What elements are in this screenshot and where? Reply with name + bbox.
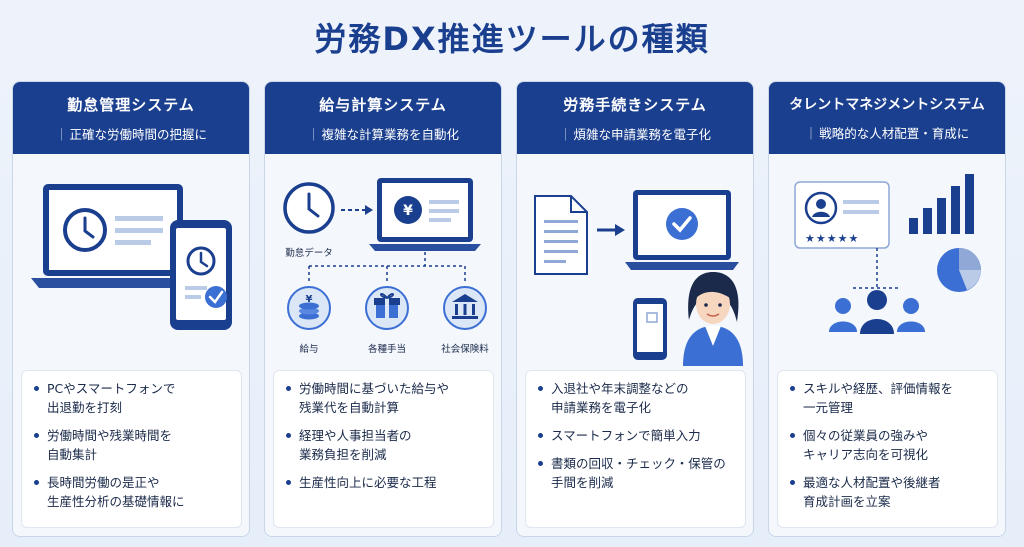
bar-chart-icon [909, 174, 974, 234]
list-item: 長時間労働の是正や 生産性分析の基礎情報に [34, 473, 231, 511]
card-title: 給与計算システム [319, 96, 447, 114]
card-header: タレントマネジメントシステム 戦略的な人材配置・育成に [769, 82, 1005, 154]
card-title: タレントマネジメントシステム [789, 97, 985, 113]
list-item: スキルや経歴、評価情報を 一元管理 [790, 379, 987, 417]
list-item: 経理や人事担当者の 業務負担を削減 [286, 426, 483, 464]
card-subtitle: 複雑な計算業務を自動化 [265, 124, 501, 143]
list-item: 労働時間や残業時間を 自動集計 [34, 426, 231, 464]
gift-icon [365, 286, 409, 330]
check-icon [205, 286, 227, 308]
smartphone-icon [633, 298, 667, 360]
procedures-illustration [534, 190, 743, 366]
card-subtitle: 戦略的な人材配置・育成に [769, 123, 1005, 142]
allowance-label: 各種手当 [368, 343, 406, 355]
attendance-illustration [31, 184, 232, 330]
svg-text:¥: ¥ [306, 294, 313, 305]
card-header: 給与計算システム 複雑な計算業務を自動化 [265, 82, 501, 154]
list-item: 生産性向上に必要な工程 [286, 473, 483, 492]
talent-illustration: ★★★★★ [794, 174, 981, 334]
input-data-label: 勤怠データ [285, 247, 333, 259]
page-title: 労務DX推進ツールの種類 [314, 20, 710, 58]
pie-chart-icon [937, 248, 981, 292]
laptop-icon [625, 190, 739, 270]
profile-card-icon: ★★★★★ [794, 181, 890, 249]
connector-lines [308, 252, 466, 284]
team-icon [829, 290, 925, 334]
feature-list: 入退社や年末調整などの 申請業務を電子化 スマートフォンで簡単入力 書類の回収・… [525, 370, 746, 528]
payroll-illustration: 勤怠データ ¥ ¥ [283, 178, 489, 355]
card-subtitle: 煩雑な申請業務を電子化 [517, 124, 753, 143]
feature-list: PCやスマートフォンで 出退勤を打刻 労働時間や残業時間を 自動集計 長時間労働… [21, 370, 242, 528]
list-item: PCやスマートフォンで 出退勤を打刻 [34, 379, 231, 417]
list-item: スマートフォンで簡単入力 [538, 426, 735, 445]
document-icon [534, 195, 588, 275]
card-header: 勤怠管理システム 正確な労働時間の把握に [13, 82, 249, 154]
rating-stars-icon: ★★★★★ [805, 232, 859, 245]
list-item: 書類の回収・チェック・保管の 手間を削減 [538, 454, 735, 492]
clock-icon [283, 182, 335, 234]
feature-list: スキルや経歴、評価情報を 一元管理 個々の従業員の強みや キャリア志向を可視化 … [777, 370, 998, 528]
coin-icon: ¥ [287, 286, 331, 330]
insurance-label: 社会保険料 [441, 343, 489, 355]
list-item: 個々の従業員の強みや キャリア志向を可視化 [790, 426, 987, 464]
card-talent: タレントマネジメントシステム 戦略的な人材配置・育成に ★★★★★ [768, 81, 1006, 537]
list-item: 最適な人材配置や後継者 育成計画を立案 [790, 473, 987, 511]
connector-lines [853, 248, 901, 289]
list-item: 入退社や年末調整などの 申請業務を電子化 [538, 379, 735, 417]
laptop-icon: ¥ [369, 178, 481, 251]
pay-label: 給与 [299, 343, 318, 355]
person-avatar-icon [683, 272, 743, 366]
card-subtitle: 正確な労働時間の把握に [13, 124, 249, 143]
card-attendance: 勤怠管理システム 正確な労働時間の把握に PCやスマートフォンで 出退勤を打 [12, 81, 250, 537]
laptop-icon [31, 184, 195, 288]
list-item: 労働時間に基づいた給与や 残業代を自動計算 [286, 379, 483, 417]
feature-list: 労働時間に基づいた給与や 残業代を自動計算 経理や人事担当者の 業務負担を削減 … [273, 370, 494, 528]
building-icon [443, 286, 487, 330]
card-title: 労務手続きシステム [563, 96, 707, 114]
card-title: 勤怠管理システム [67, 96, 195, 114]
smartphone-icon [170, 220, 232, 330]
card-payroll: 給与計算システム 複雑な計算業務を自動化 勤怠データ ¥ ¥ [264, 81, 502, 537]
yen-icon: ¥ [403, 203, 413, 219]
card-procedures: 労務手続きシステム 煩雑な申請業務を電子化 [516, 81, 754, 537]
check-icon [672, 216, 692, 233]
card-header: 労務手続きシステム 煩雑な申請業務を電子化 [517, 82, 753, 154]
